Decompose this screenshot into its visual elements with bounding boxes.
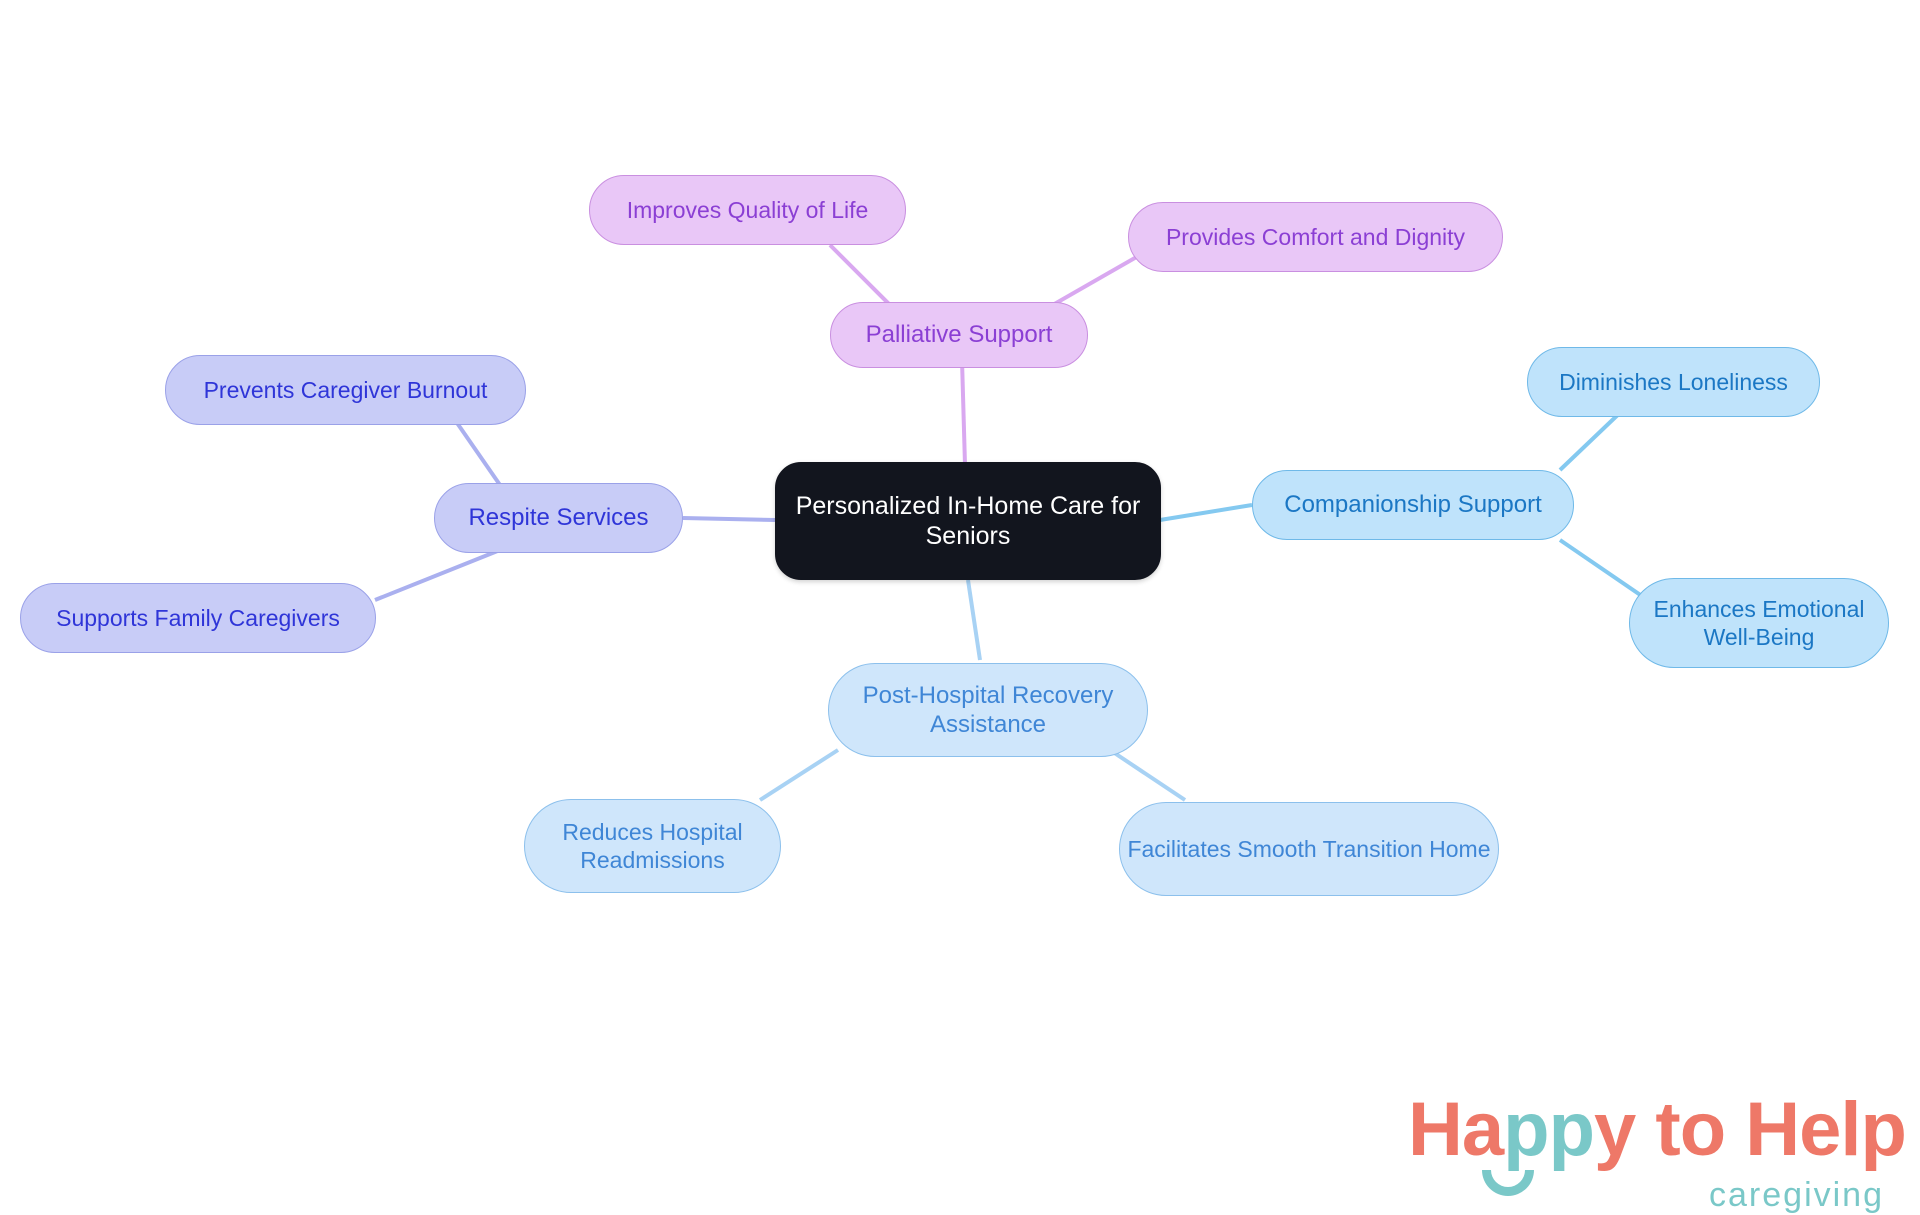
node-supports-family-caregivers[interactable]: Supports Family Caregivers: [20, 583, 376, 653]
brand-word-ha: Ha: [1408, 1087, 1504, 1172]
node-palliative-support[interactable]: Palliative Support: [830, 302, 1088, 368]
brand-word-pp: pp: [1503, 1087, 1595, 1172]
node-companionship-support-label: Companionship Support: [1284, 491, 1542, 519]
node-post-hospital-recovery-assistance[interactable]: Post-Hospital Recovery Assistance: [828, 663, 1148, 757]
node-respite-services-label: Respite Services: [468, 504, 649, 532]
edge-companionship-loneliness: [1558, 406, 1627, 472]
edge-respite-family: [374, 548, 501, 602]
brand-logo: Happy to Help caregiving: [1408, 1092, 1907, 1215]
node-diminishes-loneliness-label: Diminishes Loneliness: [1559, 368, 1788, 395]
edge-root-post-hospital: [966, 579, 982, 661]
edge-post-hospital-transition: [1108, 748, 1187, 802]
node-enhances-emotional-well-being-label: Enhances Emotional Well-Being: [1653, 595, 1865, 650]
node-facilitates-smooth-transition-home[interactable]: Facilitates Smooth Transition Home: [1119, 802, 1499, 896]
edge-root-respite: [682, 516, 776, 522]
node-respite-services[interactable]: Respite Services: [434, 483, 683, 553]
node-enhances-emotional-well-being[interactable]: Enhances Emotional Well-Being: [1629, 578, 1889, 668]
brand-wordmark: Happy to Help: [1408, 1092, 1907, 1168]
node-provides-comfort-and-dignity-label: Provides Comfort and Dignity: [1165, 223, 1466, 250]
node-reduces-hospital-readmissions-label: Reduces Hospital Readmissions: [562, 818, 743, 873]
node-root[interactable]: Personalized In-Home Care for Seniors: [775, 462, 1161, 580]
node-companionship-support[interactable]: Companionship Support: [1252, 470, 1574, 540]
node-facilitates-smooth-transition-home-label: Facilitates Smooth Transition Home: [1127, 835, 1491, 862]
node-reduces-hospital-readmissions[interactable]: Reduces Hospital Readmissions: [524, 799, 781, 893]
brand-word-to-help: to Help: [1635, 1087, 1907, 1172]
edge-post-hospital-readmissions: [758, 748, 840, 802]
node-supports-family-caregivers-label: Supports Family Caregivers: [56, 604, 340, 631]
edge-root-palliative: [960, 359, 967, 466]
brand-word-y: y: [1594, 1087, 1636, 1172]
node-diminishes-loneliness[interactable]: Diminishes Loneliness: [1527, 347, 1820, 417]
node-post-hospital-recovery-assistance-label: Post-Hospital Recovery Assistance: [862, 681, 1114, 738]
smile-arc-icon: [1482, 1170, 1534, 1196]
node-improves-quality-of-life-label: Improves Quality of Life: [626, 196, 869, 223]
node-prevents-caregiver-burnout[interactable]: Prevents Caregiver Burnout: [165, 355, 526, 425]
brand-tagline: caregiving: [1709, 1176, 1884, 1214]
node-improves-quality-of-life[interactable]: Improves Quality of Life: [589, 175, 906, 245]
node-provides-comfort-and-dignity[interactable]: Provides Comfort and Dignity: [1128, 202, 1503, 272]
edge-respite-burnout: [453, 418, 502, 487]
edge-root-companionship: [1159, 503, 1253, 522]
node-root-label: Personalized In-Home Care for Seniors: [795, 491, 1141, 551]
node-palliative-support-label: Palliative Support: [865, 321, 1053, 349]
node-prevents-caregiver-burnout-label: Prevents Caregiver Burnout: [203, 376, 488, 403]
